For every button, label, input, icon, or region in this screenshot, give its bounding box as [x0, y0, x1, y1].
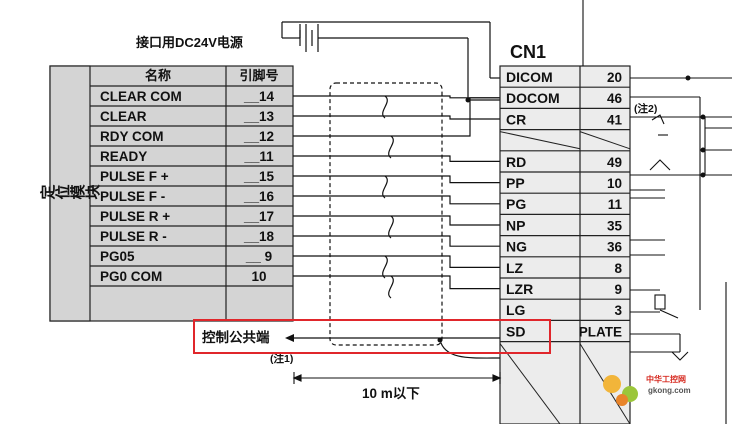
table-row-name: PULSE R - [100, 229, 167, 244]
junction-dots [437, 75, 706, 343]
cn1-signal: LZ [506, 260, 524, 276]
twisted-pair-mark [388, 275, 394, 299]
table-row-pin: __ 9 [245, 249, 272, 264]
watermark-line1: 中华工控网 [646, 374, 686, 384]
table-row-name: RDY COM [100, 129, 164, 144]
table-row-pin: __16 [243, 189, 275, 204]
control-common-arrow [285, 334, 500, 342]
cn1-pin: 41 [607, 112, 623, 127]
table-row-pin: __17 [243, 209, 274, 224]
table-row-pin: __18 [243, 229, 275, 244]
control-common-label: 控制公共端 [202, 329, 270, 345]
watermark-logo: 中华工控网 gkong.com [603, 374, 691, 406]
table-row-name: CLEAR [100, 109, 147, 124]
wire [293, 175, 500, 184]
cn1-pin: 46 [607, 91, 623, 106]
cn1-pin: 49 [607, 155, 622, 170]
shield-outline [329, 82, 443, 346]
cn1-pin: 35 [607, 218, 623, 233]
cn1-signal: SD [506, 323, 525, 339]
cn1-pin: 3 [614, 303, 622, 318]
connector-title: CN1 [510, 42, 546, 62]
shield-ground-wire [439, 339, 501, 359]
power-supply-label: 接口用DC24V电源 [136, 35, 243, 50]
table-row-name: PG05 [100, 249, 135, 264]
note2-label: (注2) [634, 102, 657, 115]
distance-dimension [292, 372, 502, 384]
table-row-pin: __13 [243, 109, 275, 124]
table-row-name: PG0 COM [100, 269, 162, 284]
table-row-pin: __11 [243, 149, 274, 164]
table-row-name: PULSE R + [100, 209, 170, 224]
wire [293, 235, 500, 247]
cn1-signal: CR [506, 111, 526, 127]
note1-label: (注1) [270, 352, 293, 365]
table-row-name: PULSE F - [100, 189, 165, 204]
wire [293, 155, 500, 162]
cn1-pin: 8 [614, 261, 622, 276]
twisted-pair-mark [382, 175, 388, 199]
internal-circuit [582, 0, 732, 424]
cn1-pin: 10 [607, 176, 622, 191]
twisted-pair-mark [382, 255, 388, 279]
wire [293, 97, 500, 137]
wire [293, 255, 500, 268]
cn1-pin: 9 [614, 282, 622, 297]
wire [293, 215, 500, 226]
table-row-pin: __12 [243, 129, 274, 144]
cn1-signal: PG [506, 196, 526, 212]
cn1-pin: 20 [607, 70, 622, 85]
highlight-box [193, 319, 551, 354]
table-row-pin: 10 [251, 269, 266, 284]
battery-symbol [281, 21, 491, 100]
cn1-signal: NG [506, 239, 527, 255]
distance-label: 10 m以下 [362, 386, 420, 401]
table-row-name: PULSE F + [100, 169, 169, 184]
wire [293, 275, 500, 290]
twisted-pair-mark [388, 135, 394, 159]
table-row-name: CLEAR COM [100, 89, 182, 104]
cn1-signal: PP [506, 175, 525, 191]
cn1-pin: 11 [608, 197, 623, 212]
cn1-pin: 36 [607, 240, 623, 255]
table-row-pin: __15 [243, 169, 275, 184]
cn1-signal: DOCOM [506, 90, 560, 106]
twisted-pair-mark [382, 95, 388, 119]
wire [293, 115, 500, 120]
watermark-line2: gkong.com [648, 386, 691, 395]
col-name-header: 名称 [145, 68, 171, 83]
cn1-pin: PLATE [579, 324, 622, 339]
cn1-signal: LG [506, 302, 526, 318]
table-row-name: READY [100, 149, 147, 164]
wire-bundle [293, 77, 501, 359]
wire [293, 95, 500, 99]
cn1-signal: DICOM [506, 69, 553, 85]
cn1-signal: RD [506, 154, 526, 170]
col-pin-header: 引脚号 [239, 68, 278, 83]
twisted-pair-mark [388, 215, 394, 239]
cn1-signal: LZR [506, 281, 533, 297]
table-row-pin: __14 [243, 89, 275, 104]
module-label: 定位模块 [39, 185, 101, 202]
cn1-signal: NP [506, 217, 525, 233]
wire [293, 195, 500, 205]
